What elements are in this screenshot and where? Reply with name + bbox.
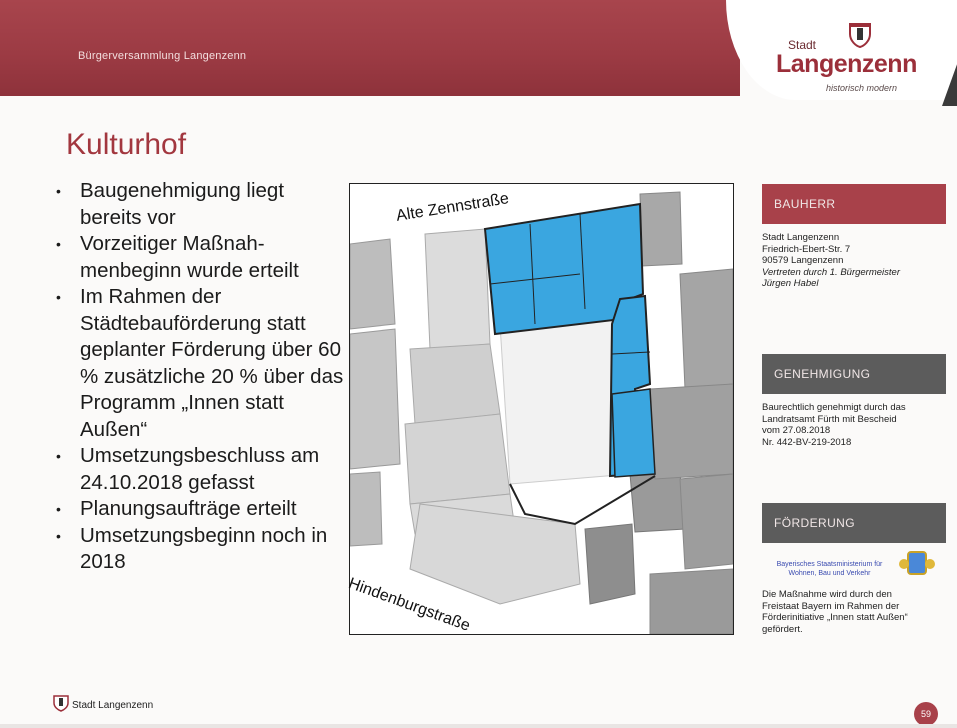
bullet-text: Umsetzungsbeschluss am 24.10.2018 gefass…	[80, 444, 320, 494]
foerderung-text: Die Maßnahme wird durch den Freistaat Ba…	[762, 589, 947, 635]
foerderung-line: gefördert.	[762, 623, 803, 635]
bullet-item: •Umsetzungsbeginn noch in 2018	[56, 523, 328, 574]
bullet-item: •Baugenehmigung liegt bereits vor	[56, 179, 285, 229]
bottom-divider	[0, 724, 957, 728]
bauherr-representative: Vertreten durch 1. Bürgermeister	[762, 266, 900, 278]
city-logo-area	[726, 0, 957, 100]
header-title: Bürgerversammlung Langenzenn	[78, 50, 247, 62]
bullet-text: Vorzeitiger Maßnah-menbeginn wurde ertei…	[80, 232, 299, 282]
page-title: Kulturhof	[66, 128, 187, 161]
logo-city-name: Langenzenn	[776, 50, 917, 78]
foerderung-heading: FÖRDERUNG	[762, 503, 946, 543]
foerderung-line: Förderinitiative „Innen statt Außen“	[762, 612, 908, 623]
site-plan-map	[349, 183, 734, 635]
logo-stadt-text: Stadt	[788, 38, 817, 52]
foerderung-line: Freistaat Bayern im Rahmen der	[762, 600, 900, 612]
bauherr-representative-name: Jürgen Habel	[762, 278, 819, 289]
bullet-item: •Im Rahmen der Städtebauförderung statt …	[56, 285, 344, 441]
city-shield-icon	[849, 23, 871, 48]
bullet-text: Planungsaufträge erteilt	[80, 497, 297, 520]
header-band	[0, 0, 740, 96]
genehmigung-line: Baurechtlich genehmigt durch das	[762, 402, 906, 413]
bavarian-crest-icon	[899, 551, 935, 575]
bullet-list: •Baugenehmigung liegt bereits vor •Vorze…	[48, 178, 348, 576]
corner-accent	[942, 64, 957, 106]
bullet-item: •Vorzeitiger Maßnah-menbeginn wurde erte…	[56, 232, 299, 282]
footer-shield-icon	[53, 695, 69, 712]
genehmigung-heading: GENEHMIGUNG	[762, 354, 946, 394]
bauherr-heading: BAUHERR	[762, 184, 946, 224]
bullet-item: •Umsetzungsbeschluss am 24.10.2018 gefas…	[56, 444, 320, 494]
foerderung-line: Die Maßnahme wird durch den	[762, 589, 892, 600]
genehmigung-line: Nr. 442-BV-219-2018	[762, 436, 852, 448]
footer-logo-text: Stadt Langenzenn	[72, 700, 154, 711]
logo-tagline: historisch modern	[826, 83, 898, 93]
bauherr-line: Friedrich-Ebert-Str. 7	[762, 243, 851, 255]
bullet-text: Baugenehmigung liegt bereits vor	[80, 179, 285, 229]
funder-name: Bayerisches Staatsministerium für Wohnen…	[776, 561, 883, 577]
bauherr-text: Stadt Langenzenn Friedrich-Ebert-Str. 7 …	[762, 232, 947, 290]
bauherr-line: 90579 Langenzenn	[762, 255, 844, 266]
bullet-text: Umsetzungsbeginn noch in 2018	[80, 523, 328, 574]
page-number-badge: 59	[914, 702, 938, 726]
site-plan-drawing	[350, 191, 733, 634]
genehmigung-line: vom 27.08.2018	[762, 425, 831, 436]
bullet-text: Im Rahmen der Städtebauförderung statt g…	[80, 285, 344, 441]
bauherr-line: Stadt Langenzenn	[762, 232, 840, 243]
genehmigung-line: Landratsamt Fürth mit Bescheid	[762, 413, 897, 425]
bullet-item: •Planungsaufträge erteilt	[56, 497, 297, 520]
genehmigung-text: Baurechtlich genehmigt durch das Landrat…	[762, 402, 947, 448]
